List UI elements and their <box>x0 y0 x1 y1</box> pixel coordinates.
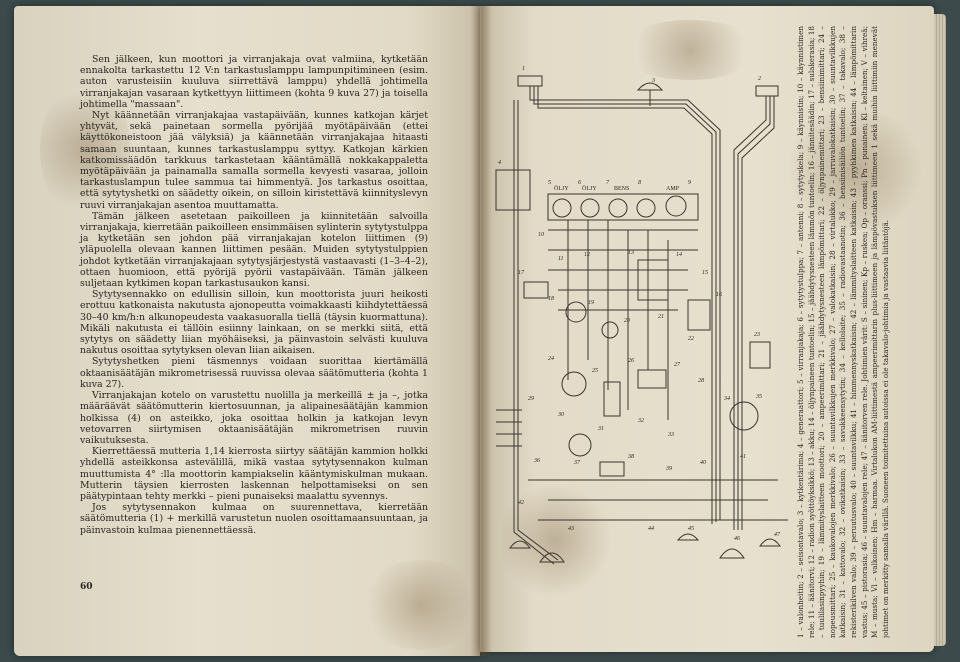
callout-number: 31 <box>597 426 604 432</box>
paper-stain <box>620 20 760 80</box>
callout-number: 45 <box>688 525 694 532</box>
callout-number: 34 <box>723 395 730 402</box>
callout-number: 27 <box>674 362 681 368</box>
callout-number: 1 <box>522 66 525 72</box>
callout-number: 3 <box>651 78 655 84</box>
callout-number: 39 <box>665 466 672 472</box>
callout-number: 28 <box>698 378 704 384</box>
callout-number: 26 <box>628 358 634 364</box>
callout-number: 10 <box>538 232 544 238</box>
diagram-legend: 1 – valonheitin; 2 – seisontavalo; 3 – k… <box>796 26 926 638</box>
callout-number: 42 <box>518 499 524 506</box>
battery-icon <box>637 369 667 389</box>
paragraph: Kierrettäessä mutteria 1,14 kierrosta si… <box>80 446 428 502</box>
paragraph: Jos sytytysennakon kulmaa on suurennetta… <box>80 502 428 536</box>
callout-number: 12 <box>584 252 590 258</box>
callout-number: 35 <box>755 394 762 400</box>
gauge-icon <box>636 198 656 218</box>
distributor-icon <box>565 301 587 323</box>
callout-number: 32 <box>637 418 644 424</box>
callout-number: 18 <box>548 296 554 302</box>
callout-number: 37 <box>573 460 581 466</box>
gauge-icon <box>552 198 572 218</box>
gauge-label: BENS <box>614 186 629 192</box>
callout-number: 7 <box>606 180 610 186</box>
callout-number: 11 <box>558 256 564 262</box>
callout-number: 24 <box>548 355 554 362</box>
tank-sender <box>749 341 771 369</box>
legend-text: 1 – valonheitin; 2 – seisontavalo; 3 – k… <box>796 26 890 638</box>
gauge-icon <box>608 198 628 218</box>
paragraph: Virranjakajan kotelo on varustettu nuoli… <box>80 390 428 446</box>
callout-number: 46 <box>734 535 740 542</box>
callout-number: 44 <box>648 525 654 532</box>
paragraph: Sytytysennakko on edullisin silloin, kun… <box>80 289 428 357</box>
gauge-icon <box>580 198 600 218</box>
lamp-icon <box>729 401 759 431</box>
book-gutter <box>470 6 492 656</box>
callout-number: 9 <box>688 180 691 186</box>
callout-number: 5 <box>548 180 551 186</box>
callout-number: 43 <box>568 525 574 532</box>
callout-number: 13 <box>628 250 634 256</box>
instrument-box <box>495 169 531 211</box>
callout-number: 14 <box>676 251 682 258</box>
callout-number: 30 <box>557 412 564 418</box>
left-page <box>14 6 480 656</box>
right-page <box>480 6 934 652</box>
callout-number: 22 <box>688 336 694 342</box>
paper-stain <box>780 110 930 230</box>
callout-number: 41 <box>740 453 746 460</box>
paragraph: Tämän jälkeen asetetaan paikoilleen ja k… <box>80 210 428 290</box>
callout-number: 4 <box>498 159 501 166</box>
callout-number: 25 <box>592 368 598 374</box>
paragraph: Nyt käännetään virranjakajaa vastapäivää… <box>80 110 428 211</box>
relay-box <box>687 299 711 331</box>
paragraph: Sen jälkeen, kun moottori ja virranjakaj… <box>80 54 428 110</box>
callout-number: 38 <box>627 454 634 460</box>
callout-number: 36 <box>533 458 540 464</box>
generator-icon <box>561 371 587 397</box>
callout-number: 47 <box>774 531 781 538</box>
connector-block <box>517 75 543 87</box>
fuse-box <box>637 259 669 301</box>
callout-number: 21 <box>658 314 664 320</box>
switch-block <box>523 281 549 299</box>
terminal-block <box>599 461 625 477</box>
callout-number: 8 <box>638 180 641 186</box>
callout-number: 40 <box>700 459 706 466</box>
page-edges <box>934 14 946 646</box>
callout-number: 15 <box>702 270 708 276</box>
callout-number: 29 <box>528 396 534 402</box>
gauge-label: AMP <box>666 186 680 192</box>
callout-number: 17 <box>518 270 525 276</box>
callout-number: 33 <box>667 432 674 438</box>
callout-number: 6 <box>578 180 581 186</box>
callout-number: 23 <box>754 332 760 338</box>
page-number: 60 <box>80 582 93 592</box>
body-text: Sen jälkeen, kun moottori ja virranjakaj… <box>80 54 428 536</box>
horn-symbol <box>636 82 664 91</box>
paper-stain <box>360 560 480 650</box>
gauge-label: ÖLJY <box>554 185 569 192</box>
gauge-icon <box>665 195 687 217</box>
callout-number: 19 <box>588 300 594 306</box>
relay-icon <box>568 433 592 457</box>
connector-block <box>755 85 779 97</box>
starter-icon <box>603 381 621 417</box>
paper-stain <box>40 80 130 220</box>
callout-number: 20 <box>624 318 630 324</box>
callout-number: 2 <box>758 76 761 82</box>
paragraph: Sytytyshetken pieni täsmennys voidaan su… <box>80 356 428 390</box>
coil-icon <box>601 321 619 339</box>
gauge-label: ÖLJY <box>582 185 597 192</box>
callout-number: 16 <box>716 292 722 298</box>
